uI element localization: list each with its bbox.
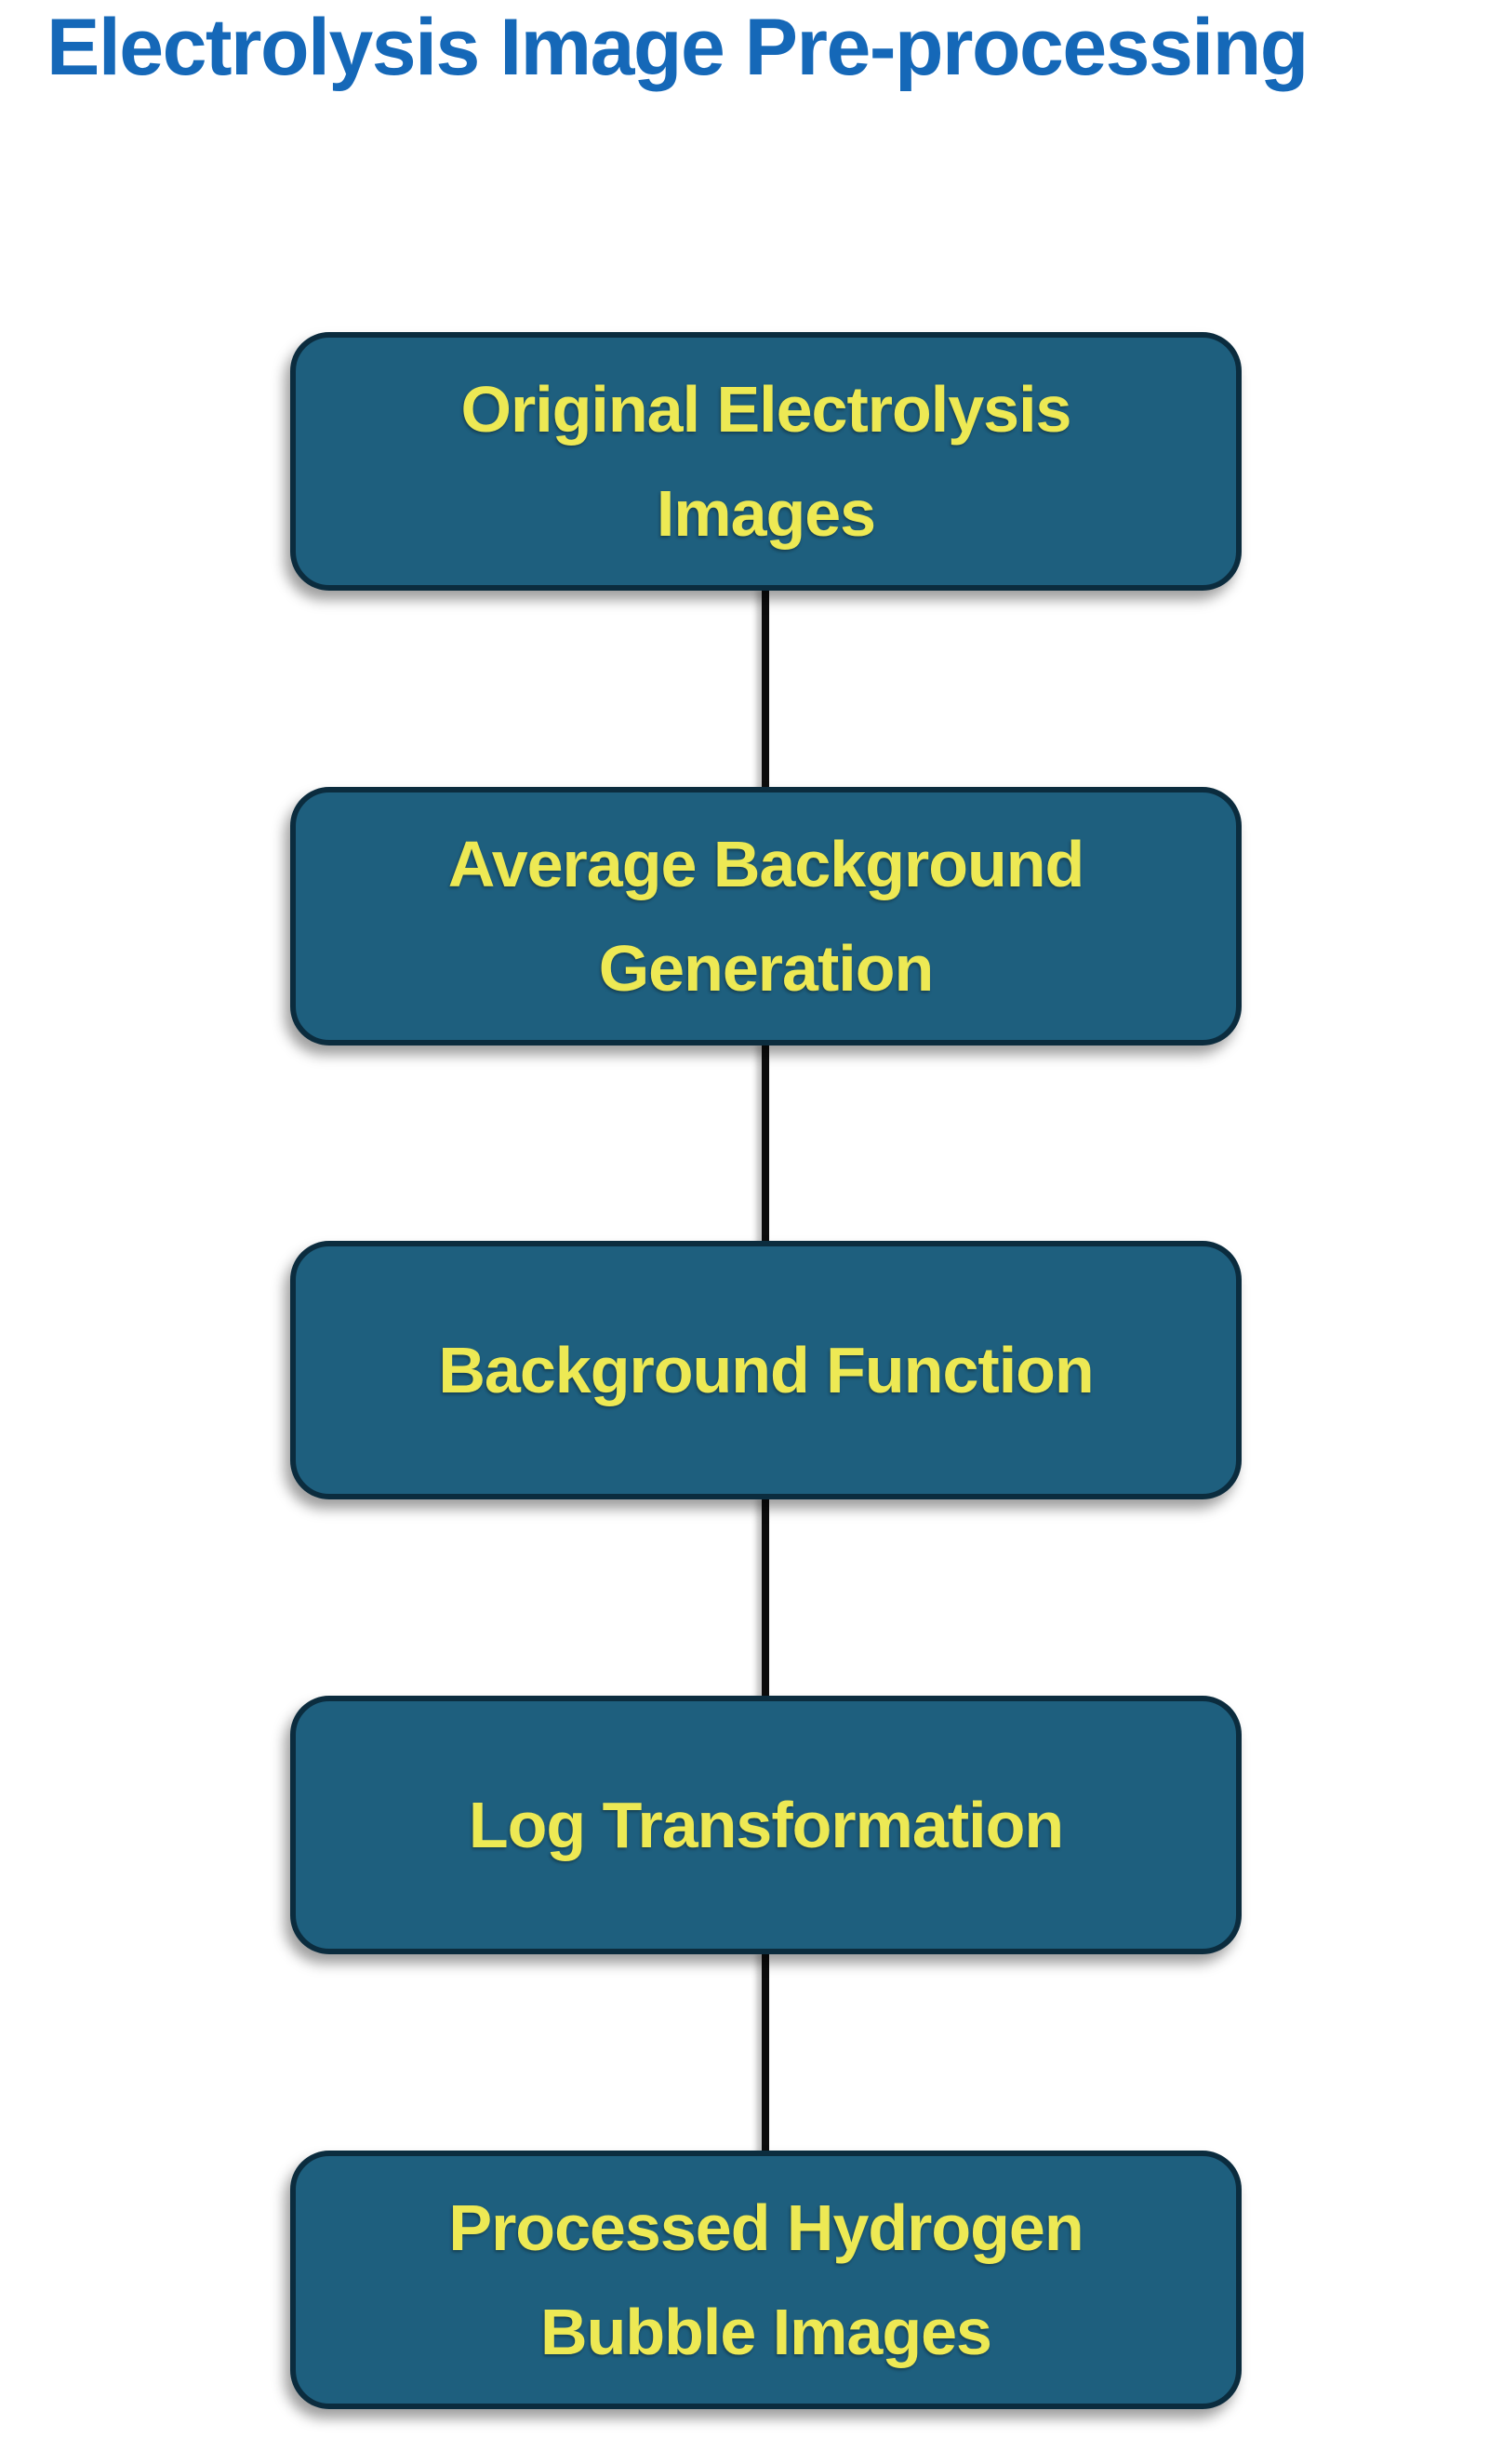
connector-line-2 — [762, 1039, 769, 1249]
flow-node-label: Processed Hydrogen Bubble Images — [448, 2191, 1084, 2368]
flow-node-label: Original Electrolysis Images — [460, 373, 1072, 550]
connector-line-3 — [762, 1493, 769, 1703]
connector-line-1 — [762, 584, 769, 794]
flow-node-log-transformation: Log Transformation — [290, 1696, 1242, 1954]
flow-node-average-background-generation: Average Background Generation — [290, 787, 1242, 1046]
flow-node-label: Average Background Generation — [447, 828, 1085, 1005]
flow-node-processed-hydrogen-bubble-images: Processed Hydrogen Bubble Images — [290, 2151, 1242, 2409]
diagram-title: Electrolysis Image Pre-processing — [47, 3, 1309, 92]
connector-line-4 — [762, 1948, 769, 2158]
flow-node-original-electrolysis-images: Original Electrolysis Images — [290, 332, 1242, 591]
flow-node-background-function: Background Function — [290, 1241, 1242, 1499]
flow-node-label: Background Function — [438, 1334, 1094, 1406]
flow-node-label: Log Transformation — [468, 1789, 1064, 1861]
